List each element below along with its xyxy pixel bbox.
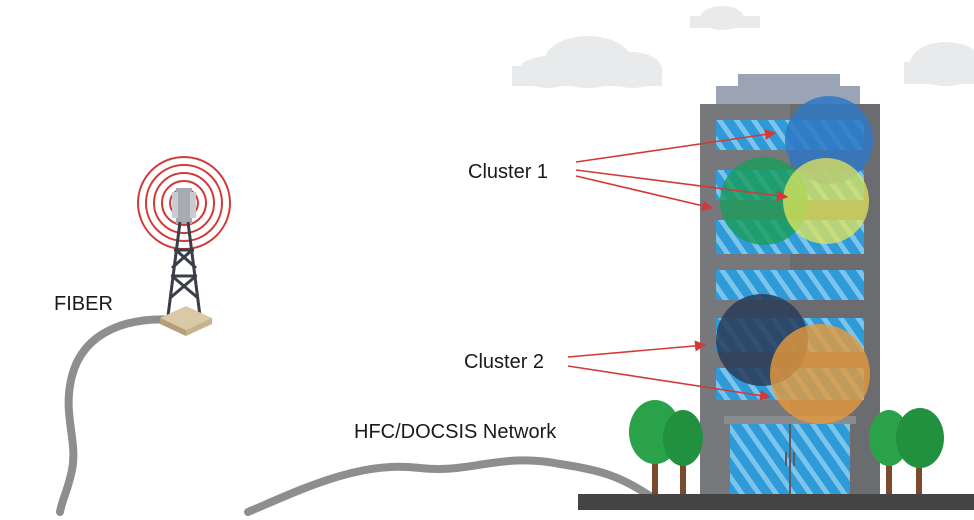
network-label: HFC/DOCSIS Network xyxy=(354,421,557,443)
cell-green xyxy=(720,157,808,245)
arrow-c1-green xyxy=(575,175,714,212)
tree-right xyxy=(869,408,944,494)
fiber-cable xyxy=(56,315,182,516)
cluster-2-cells xyxy=(716,294,870,424)
cloud-small xyxy=(690,6,760,30)
cloud-right xyxy=(904,42,974,86)
arrow-c2-navy xyxy=(567,340,707,358)
fiber-label: FIBER xyxy=(54,293,113,315)
cluster-1-arrows xyxy=(575,128,789,212)
cell-blue xyxy=(785,96,873,184)
cloud-large xyxy=(512,36,662,88)
hfc-cable xyxy=(244,456,654,516)
arrow-c2-orange xyxy=(567,365,772,402)
cell-yellow xyxy=(783,158,869,244)
cluster-2-label: Cluster 2 xyxy=(464,351,545,373)
arrow-c1-yellow xyxy=(575,169,789,202)
ground xyxy=(578,494,974,510)
cluster-1-cells xyxy=(720,96,873,245)
cell-tower xyxy=(137,156,231,336)
cluster-2-arrows xyxy=(567,340,772,402)
tree-left xyxy=(629,400,703,494)
cluster-1-label: Cluster 1 xyxy=(468,161,549,183)
arrow-c1-blue xyxy=(575,128,777,163)
cell-orange xyxy=(770,324,870,424)
